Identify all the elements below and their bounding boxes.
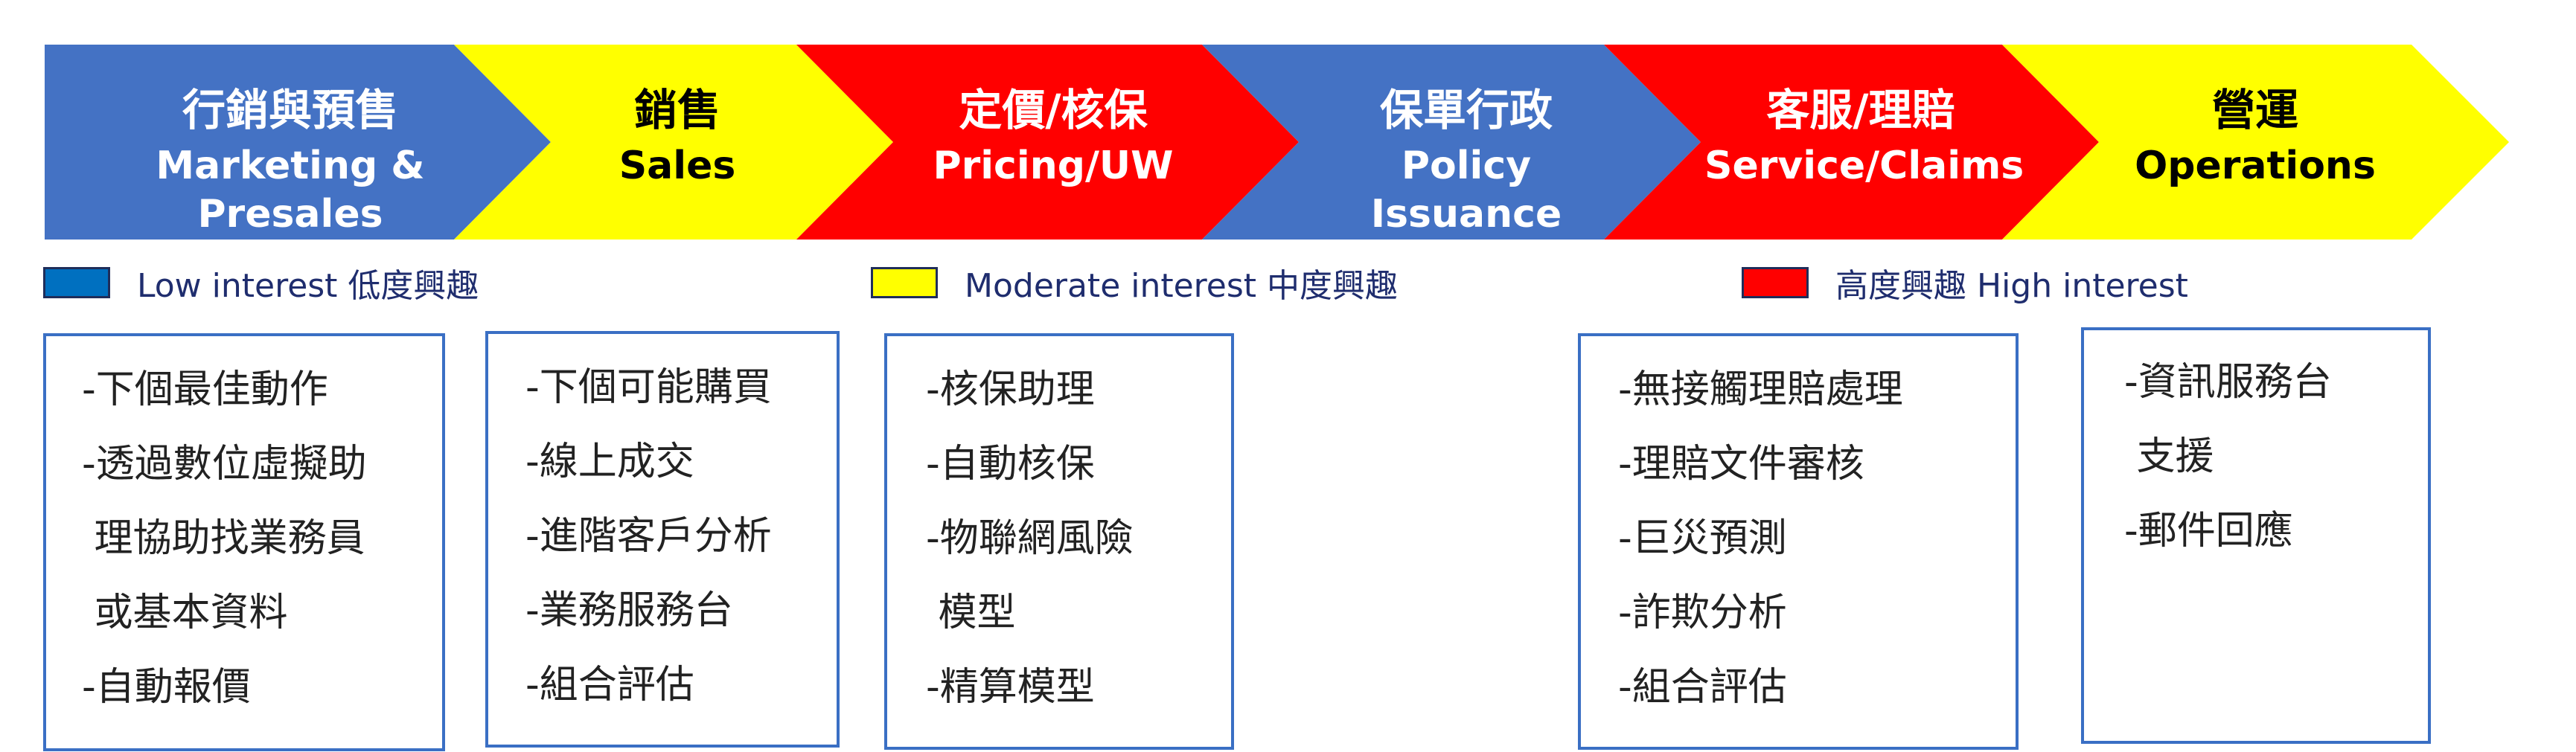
- list-item: -下個最佳動作: [82, 367, 328, 412]
- list-item: -自動報價: [82, 665, 251, 710]
- list-item: -郵件回應: [2124, 509, 2293, 553]
- process-flow: [45, 45, 2509, 240]
- legend-high-interest: 高度興趣 High interest: [1742, 260, 2188, 305]
- legend-swatch-low: [43, 267, 110, 298]
- stage-label-service: 客服/理賠 Service/Claims: [1704, 83, 2024, 190]
- stage-chevron-sales: [454, 45, 893, 240]
- list-item: -業務服務台: [525, 588, 733, 633]
- legend-moderate-interest: Moderate interest 中度興趣: [871, 260, 1398, 305]
- stage-en: Marketing & Presales: [156, 143, 425, 237]
- box-marketing: -下個最佳動作 -透過數位虛擬助 理協助找業務員 或基本資料 -自動報價: [43, 333, 445, 751]
- stage-label-policy: 保單行政 Policy Issuance: [1303, 83, 1630, 239]
- list-item: -進階客戶分析: [525, 514, 772, 559]
- stage-zh: 定價/核保: [959, 85, 1148, 135]
- box-operations: -資訊服務台 支援 -郵件回應: [2081, 327, 2431, 744]
- list-item: -理賠文件審核: [1618, 442, 1864, 486]
- legend-low-interest: Low interest 低度興趣: [43, 260, 479, 305]
- list-item: -線上成交: [525, 440, 694, 484]
- stage-label-sales: 銷售 Sales: [566, 83, 789, 190]
- stage-en: Service/Claims: [1704, 143, 2024, 188]
- legend-swatch-high: [1742, 267, 1809, 298]
- list-item: -無接觸理賠處理: [1618, 367, 1903, 412]
- list-item: -組合評估: [525, 663, 694, 707]
- stage-chevron-pricing: [796, 45, 1299, 240]
- stage-zh: 客服/理賠: [1766, 85, 1955, 135]
- legend-label-low: Low interest 低度興趣: [137, 267, 479, 305]
- stage-en: Sales: [619, 143, 736, 188]
- list-item: -下個可能購買: [525, 365, 772, 410]
- legend-label-moderate: Moderate interest 中度興趣: [965, 267, 1399, 305]
- box-service: -無接觸理賠處理 -理賠文件審核 -巨災預測 -詐欺分析 -組合評估: [1578, 333, 2019, 750]
- stage-chevron-service: [1604, 45, 2099, 240]
- list-item: 支援: [2124, 434, 2214, 479]
- stage-en: Pricing/UW: [933, 143, 1174, 188]
- list-item: -詐欺分析: [1618, 591, 1787, 635]
- stage-en: Policy Issuance: [1370, 143, 1562, 237]
- stage-chevron-marketing: [45, 45, 551, 240]
- list-item: -自動核保: [926, 442, 1095, 486]
- list-item: -組合評估: [1618, 665, 1787, 710]
- stage-zh: 銷售: [633, 85, 720, 135]
- stage-zh: 保單行政: [1379, 85, 1553, 135]
- legend-label-high: 高度興趣 High interest: [1835, 267, 2188, 305]
- stage-chevron-policy: [1202, 45, 1701, 240]
- list-item: -巨災預測: [1618, 516, 1787, 561]
- list-item: 理協助找業務員: [82, 516, 365, 561]
- stage-label-marketing: 行銷與預售 Marketing & Presales: [60, 83, 521, 239]
- stage-chevron-operations: [2002, 45, 2509, 240]
- list-item: -核保助理: [926, 367, 1095, 412]
- legend-swatch-moderate: [871, 267, 938, 298]
- box-sales: -下個可能購買 -線上成交 -進階客戶分析 -業務服務台 -組合評估: [485, 331, 840, 748]
- list-item: -透過數位虛擬助: [82, 442, 367, 486]
- list-item: 或基本資料: [82, 591, 288, 635]
- list-item: -資訊服務台: [2124, 360, 2332, 405]
- list-item: -精算模型: [926, 665, 1095, 710]
- stage-zh: 行銷與預售: [182, 85, 398, 135]
- list-item: -物聯網風險: [926, 516, 1134, 561]
- stage-zh: 營運: [2211, 85, 2298, 135]
- box-pricing: -核保助理 -自動核保 -物聯網風險 模型 -精算模型: [884, 333, 1234, 750]
- stage-label-pricing: 定價/核保 Pricing/UW: [908, 83, 1198, 190]
- list-item: 模型: [926, 591, 1016, 635]
- stage-label-operations: 營運 Operations: [2114, 83, 2397, 190]
- stage-en: Operations: [2135, 143, 2376, 188]
